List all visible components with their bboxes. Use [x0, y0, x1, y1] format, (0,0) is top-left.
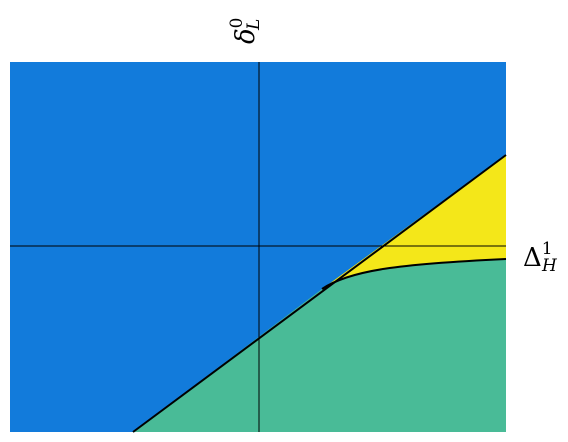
y-axis-symbol: δ: [231, 28, 261, 44]
x-axis-superscript: 1: [542, 239, 553, 259]
y-axis-label-group: δ0L: [227, 18, 264, 44]
x-axis-symbol: Δ: [523, 243, 542, 273]
region-green: [133, 259, 506, 432]
boundary-straight-line: [132, 154, 507, 433]
y-axis-subscript: L: [244, 19, 264, 31]
y-axis-label: δ0L: [227, 18, 264, 44]
x-axis-subscript: H: [541, 256, 558, 276]
boundary-curve: [321, 258, 507, 290]
y-axis-superscript: 0: [227, 18, 247, 29]
